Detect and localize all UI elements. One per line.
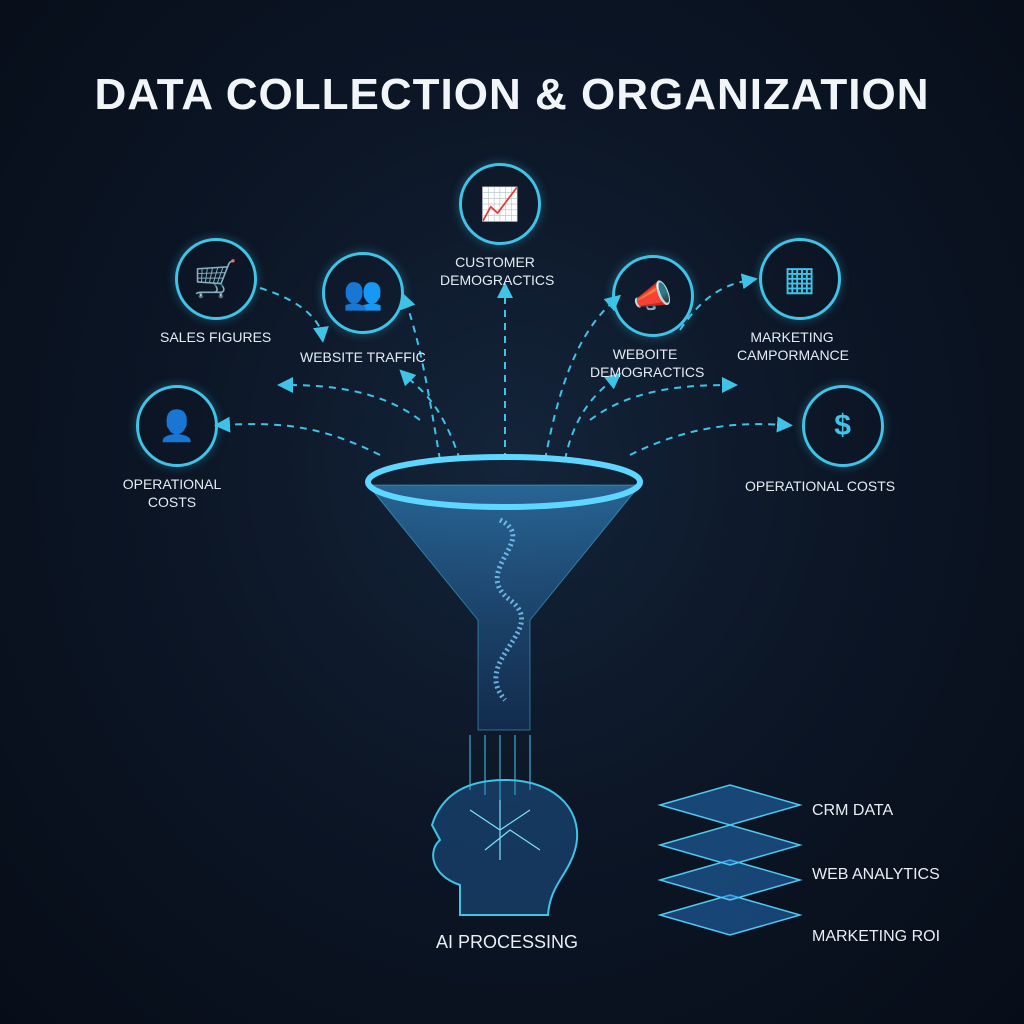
bar-chart-icon: 📈	[459, 163, 541, 245]
ai-processing-label: AI PROCESSING	[436, 932, 579, 952]
data-layers-icon	[657, 784, 803, 936]
layer-label: MARKETING ROI	[812, 928, 941, 945]
source-operational-costs-right: $ OPERATIONAL COSTS	[745, 385, 895, 495]
layer-label: WEB ANALYTICS	[812, 866, 940, 883]
source-website-demographics: 📣 WEBOITE DEMOGRACTICS	[590, 255, 704, 381]
source-website-traffic: 👥 WEBSITE TRAFFIC	[300, 252, 426, 366]
source-operational-costs-left: 👤 OPERATIONAL COSTS	[123, 385, 222, 511]
megaphone-icon: 📣	[611, 255, 694, 337]
layer-label: CRM DATA	[812, 802, 894, 819]
dollar-target-icon: $	[801, 385, 884, 467]
funnel-icon	[365, 454, 643, 731]
calculator-icon: ▦	[758, 238, 841, 320]
page-title: DATA COLLECTION & ORGANIZATION	[94, 70, 930, 119]
source-sales-figures: 🛒 SALES FIGURES	[160, 238, 271, 346]
data-streams	[469, 735, 531, 800]
shopping-cart-icon: 🛒	[174, 238, 257, 320]
source-customer-demographics: 📈 CUSTOMER DEMOGRACTICS	[440, 163, 554, 289]
source-marketing-performance: ▦ MARKETING CAMPORMANCE	[737, 238, 849, 364]
ai-brain-head-icon	[430, 778, 579, 916]
user-growth-icon: 👤	[136, 385, 218, 467]
users-icon: 👥	[321, 252, 404, 334]
